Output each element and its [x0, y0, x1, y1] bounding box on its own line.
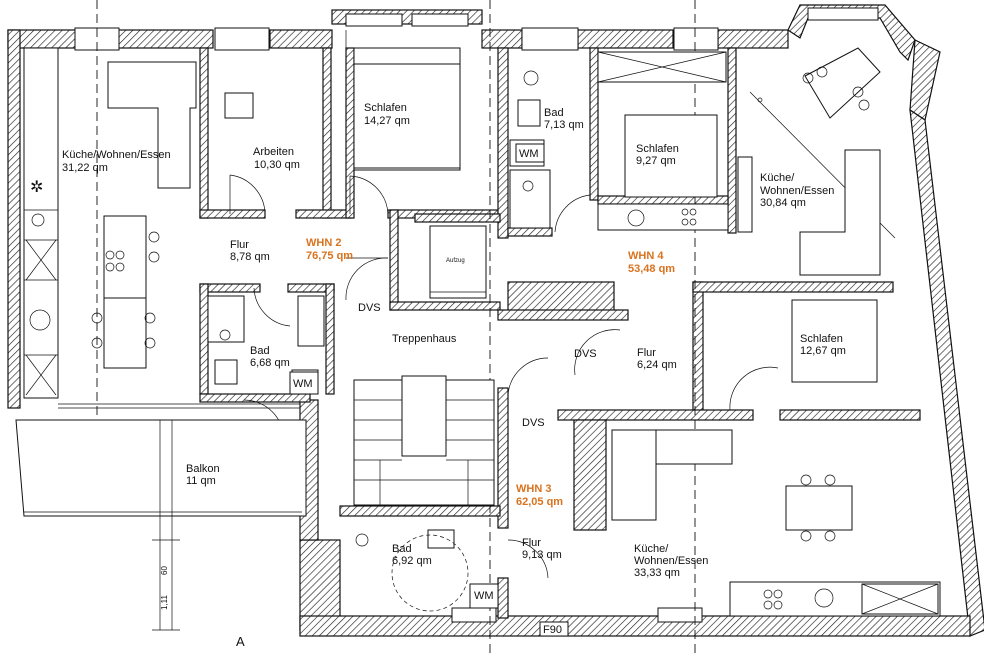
apartment-name: WHN 4	[628, 250, 664, 262]
wm-box	[515, 143, 545, 163]
room-name: Küche/	[760, 172, 795, 184]
room-name: Küche/Wohnen/Essen	[62, 149, 171, 161]
elevator-and-stairs	[353, 225, 495, 506]
room-area: 30,84 qm	[760, 197, 806, 209]
apartment-name: WHN 3	[516, 483, 551, 495]
room-name: Arbeiten	[253, 146, 294, 158]
apartment-name: WHN 2	[306, 237, 341, 249]
room-area: 31,22 qm	[62, 162, 108, 174]
room-area: 9,13 qm	[522, 549, 562, 561]
room-area: 6,92 qm	[392, 555, 432, 567]
wm-label: WM	[519, 148, 539, 160]
room-area: 6,68 qm	[250, 357, 290, 369]
room-name: Flur	[522, 537, 541, 549]
dvs-label: DVS	[358, 302, 381, 314]
f90-label: F90	[543, 624, 562, 636]
room-area: 12,67 qm	[800, 345, 846, 357]
section-marker: A	[236, 634, 245, 649]
dimension-label: 1,11	[160, 594, 169, 610]
dimension-label: 60	[160, 566, 169, 575]
room-labels: Küche/Wohnen/Essen 31,22 qm Arbeiten 10,…	[62, 102, 846, 579]
whn2-furniture: ✲	[23, 30, 461, 399]
dvs-label: DVS	[522, 417, 545, 429]
wm-label: WM	[474, 590, 494, 602]
whn3-furniture	[355, 429, 941, 617]
room-area: 6,24 qm	[637, 359, 677, 371]
room-area: 10,30 qm	[254, 159, 300, 171]
room-area: 33,33 qm	[634, 567, 680, 579]
whn4-furniture	[509, 47, 896, 383]
wm-box	[289, 371, 319, 395]
dvs-label: DVS	[574, 348, 597, 360]
room-name: Bad	[250, 345, 270, 357]
room-name: Bad	[392, 543, 412, 555]
room-name: Balkon	[186, 463, 220, 475]
room-name: Wohnen/Essen	[634, 555, 708, 567]
windows	[74, 7, 879, 623]
room-name: Schlafen	[364, 102, 407, 114]
elevator-label: Aufzug	[446, 258, 465, 264]
misc-labels: Treppenhaus Aufzug DVS DVS DVS WM WM WM …	[160, 143, 597, 649]
apartment-area: 62,05 qm	[516, 496, 563, 508]
room-name: Flur	[230, 239, 249, 251]
room-name: Flur	[637, 347, 656, 359]
interior-walls	[199, 47, 921, 619]
room-name: Bad	[544, 107, 564, 119]
room-area: 11 qm	[186, 475, 216, 487]
room-name: Küche/	[634, 543, 669, 555]
svg-text:✲: ✲	[30, 179, 43, 196]
balcony	[15, 403, 307, 631]
room-area: 8,78 qm	[230, 251, 270, 263]
apartment-labels: WHN 2 76,75 qm WHN 4 53,48 qm WHN 3 62,0…	[306, 237, 675, 508]
apartment-area: 53,48 qm	[628, 263, 675, 275]
room-name: Wohnen/Essen	[760, 185, 834, 197]
room-area: 7,13 qm	[544, 119, 584, 131]
room-area: 14,27 qm	[364, 115, 410, 127]
stairwell-label: Treppenhaus	[392, 333, 457, 345]
room-name: Schlafen	[636, 143, 679, 155]
wm-label: WM	[293, 378, 313, 390]
room-area: 9,27 qm	[636, 155, 676, 167]
apartment-area: 76,75 qm	[306, 250, 353, 262]
room-name: Schlafen	[800, 333, 843, 345]
f90-box	[539, 621, 569, 637]
axis-lines	[96, 0, 696, 656]
